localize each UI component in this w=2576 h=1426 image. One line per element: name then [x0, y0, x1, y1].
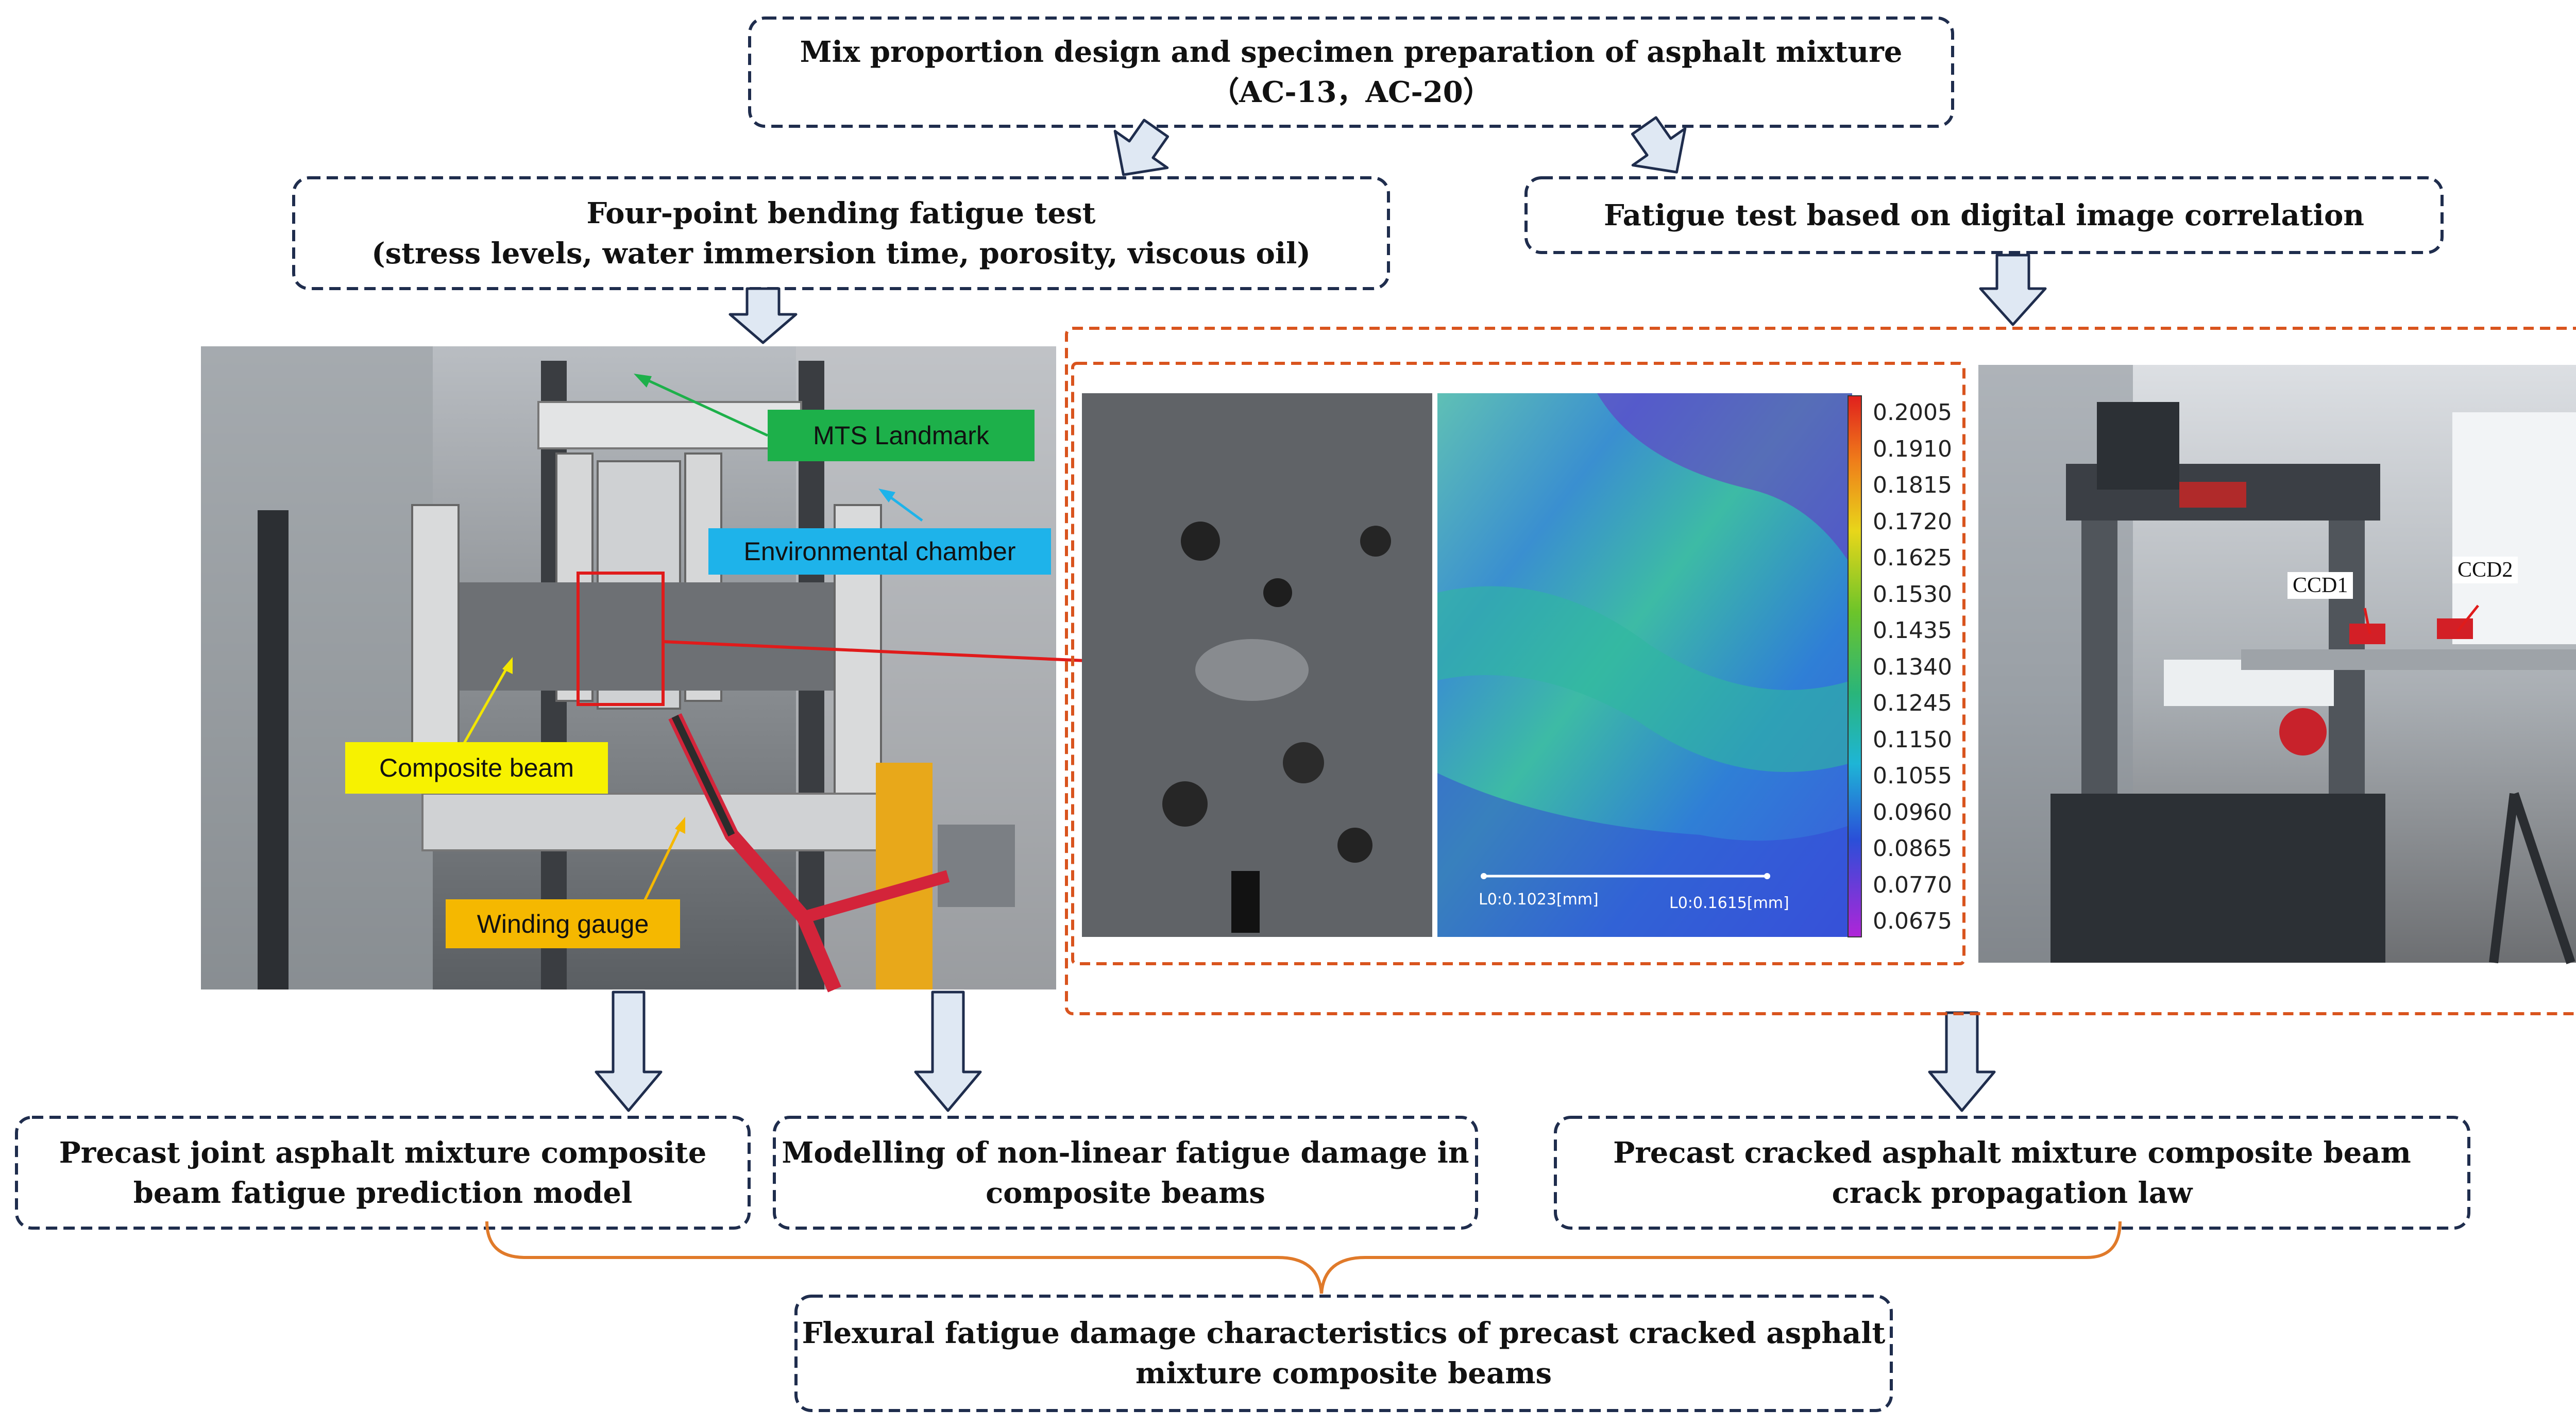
env-label-bg	[708, 528, 1051, 575]
fourpoint-box-outline	[292, 176, 1390, 290]
flexural-box: Flexural fatigue damage characteristics …	[796, 1296, 1891, 1411]
winding-label-bg	[446, 899, 680, 948]
scale-value: 0.0675	[1873, 908, 1952, 934]
dic-box-line1: Fatigue test based on digital image corr…	[1603, 198, 2365, 232]
scale-value: 0.1815	[1873, 472, 1952, 498]
flow-arrows	[595, 116, 2047, 1112]
flexural-box-line2: mixture composite beams	[1136, 1356, 1552, 1390]
crack-law-box-line2: crack propagation law	[1832, 1176, 2193, 1210]
arrow-photo-to-modelling	[914, 991, 982, 1112]
mts-landmark-label: MTS Landmark	[813, 421, 989, 450]
crack-law-box-outline	[1554, 1116, 2470, 1230]
precast-joint-box: Precast joint asphalt mixture composite …	[16, 1117, 749, 1228]
arrow-panel-to-crack	[1928, 1011, 1996, 1112]
photo-pointer-lines	[454, 374, 923, 903]
scale-value: 0.1150	[1873, 726, 1952, 753]
top-box: Mix proportion design and specimen prepa…	[750, 18, 1953, 126]
fourpoint-box-line2: (stress levels, water immersion time, po…	[371, 236, 1311, 271]
scale-value: 0.0865	[1873, 835, 1952, 862]
speckle-image	[1082, 393, 1432, 937]
fourpoint-box: Four-point bending fatigue test (stress …	[294, 178, 1388, 289]
ccd1-label: CCD1	[2287, 572, 2353, 599]
scale-value: 0.1245	[1873, 690, 1952, 716]
crack-law-box: Precast cracked asphalt mixture composit…	[1555, 1117, 2469, 1228]
brace-connector	[485, 1221, 2122, 1294]
dic-box: Fatigue test based on digital image corr…	[1526, 178, 2442, 253]
l0-left-label: L0:0.1023[mm]	[1479, 891, 1599, 909]
scale-value: 0.1340	[1873, 653, 1952, 680]
arrow-top-to-fourpoint	[1113, 119, 1170, 176]
flexural-box-line1: Flexural fatigue damage characteristics …	[802, 1316, 1886, 1350]
flow-box-outlines	[15, 16, 2470, 1412]
composite-beam-label: Composite beam	[379, 753, 574, 782]
composite-beam-specimen	[453, 582, 835, 691]
l0-right-label: L0:0.1615[mm]	[1669, 894, 1789, 912]
arrow-dic-to-panel	[1979, 254, 2047, 326]
dic-contour-image	[1437, 393, 1852, 937]
precast-joint-box-line1: Precast joint asphalt mixture composite	[59, 1135, 707, 1170]
fourpoint-box-line1: Four-point bending fatigue test	[586, 196, 1096, 230]
ccd2-label: CCD2	[2452, 557, 2518, 583]
scale-value: 0.1435	[1873, 617, 1952, 644]
scale-value: 0.1910	[1873, 435, 1952, 462]
precast-joint-box-outline	[15, 1116, 751, 1230]
scale-value: 0.0960	[1873, 799, 1952, 826]
top-box-line2: （AC-13，AC-20）	[1210, 75, 1492, 109]
flexural-box-outline	[794, 1295, 1893, 1412]
environmental-chamber-label: Environmental chamber	[743, 537, 1016, 566]
arrow-top-to-dic	[1631, 116, 1687, 174]
dic-color-scale	[1848, 395, 1862, 937]
scale-value: 0.1625	[1873, 545, 1952, 571]
scale-value: 0.0770	[1873, 871, 1952, 898]
arrow-photo-to-precast	[595, 991, 663, 1112]
modelling-box: Modelling of non-linear fatigue damage i…	[774, 1117, 1477, 1228]
top-box-outline	[748, 16, 1954, 128]
scale-value: 0.1055	[1873, 763, 1952, 789]
modelling-box-line2: composite beams	[986, 1176, 1265, 1210]
modelling-box-line1: Modelling of non-linear fatigue damage i…	[782, 1135, 1469, 1170]
focus-box	[577, 572, 665, 706]
modelling-box-outline	[773, 1116, 1478, 1230]
composite-label-bg	[345, 742, 608, 794]
scale-value: 0.1720	[1873, 508, 1952, 535]
dic-box-outline	[1524, 176, 2444, 254]
scale-value: 0.1530	[1873, 581, 1952, 608]
dic-panel-frame	[1065, 327, 2576, 1015]
mts-label-bg	[768, 410, 1035, 461]
dic-inner-frame	[1071, 362, 1965, 965]
dic-test-photo	[1978, 365, 2576, 964]
precast-joint-box-line2: beam fatigue prediction model	[133, 1176, 633, 1210]
scale-value: 0.2005	[1873, 399, 1952, 426]
winding-gauge-label: Winding gauge	[477, 909, 649, 938]
arrow-fourpoint-to-photo	[728, 287, 798, 344]
top-box-line1: Mix proportion design and specimen prepa…	[800, 35, 1903, 69]
crack-law-box-line1: Precast cracked asphalt mixture composit…	[1613, 1135, 2411, 1170]
